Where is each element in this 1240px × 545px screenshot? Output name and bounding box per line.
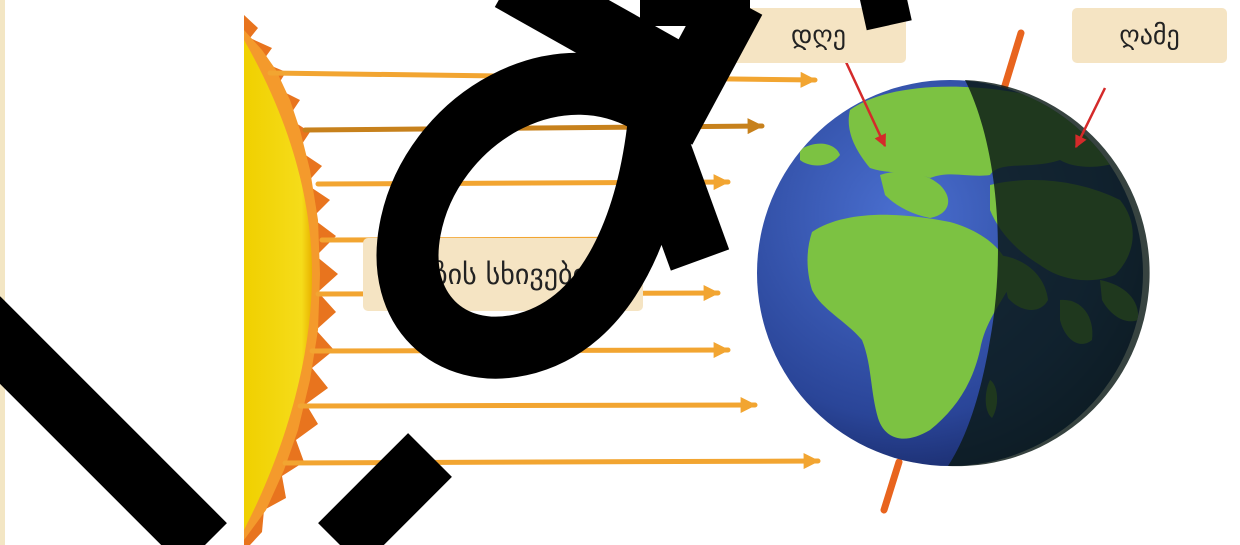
earth-axis-bottom: [884, 462, 899, 510]
day-label: დღე: [731, 8, 906, 63]
sun-ray: [318, 182, 728, 184]
sun-ray: [270, 73, 815, 80]
sun-ray: [300, 405, 755, 406]
sun-icon: [244, 15, 338, 545]
earth-axis-top: [1003, 33, 1021, 92]
sun-ray: [305, 126, 762, 130]
earth-globe-icon: [757, 80, 1150, 466]
sun-ray: [312, 350, 728, 351]
sun-rays-label: მზის სხივები: [363, 238, 643, 311]
night-label: ღამე: [1072, 8, 1227, 63]
sun-ray: [285, 461, 818, 463]
